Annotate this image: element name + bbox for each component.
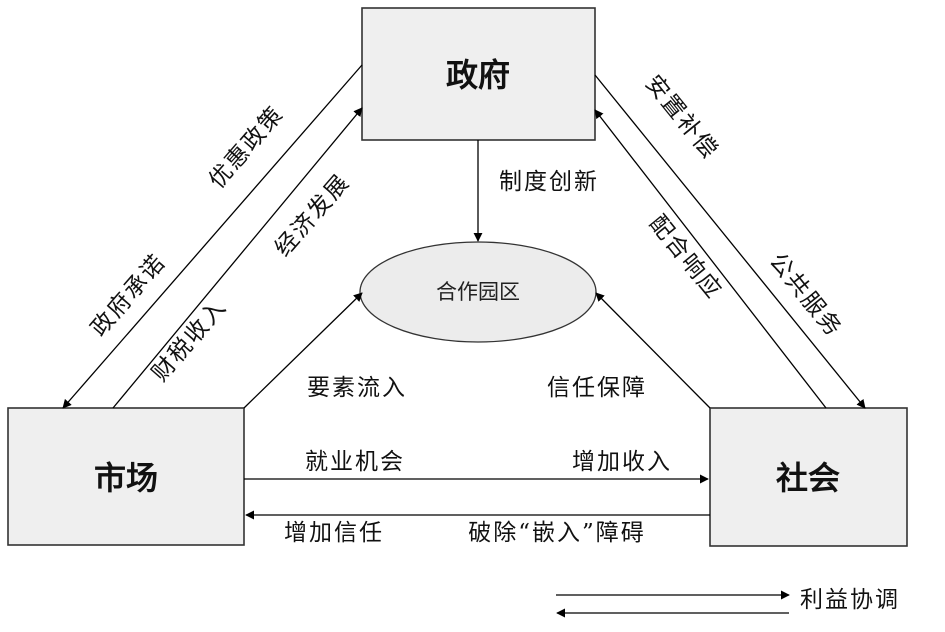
label-market-to-gov-outer: 经济发展 (270, 169, 355, 262)
arrow-market-to-park (243, 292, 363, 409)
government-label: 政府 (446, 56, 510, 94)
label-market-to-gov-inner: 财税收入 (147, 294, 232, 387)
label-society-to-gov: 配合响应 (644, 211, 727, 305)
park-node: 合作园区 (359, 241, 597, 343)
market-label: 市场 (94, 459, 158, 497)
label-market-to-society-1: 就业机会 (305, 449, 405, 475)
government-node: 政府 (361, 7, 596, 141)
arrow-gov-to-market (62, 64, 363, 409)
society-label: 社会 (776, 459, 840, 497)
arrow-society-to-park (595, 292, 711, 409)
legend: 利益协调 (556, 587, 900, 618)
label-market-to-society-2: 增加收入 (572, 449, 672, 475)
market-node: 市场 (7, 407, 245, 546)
label-gov-to-market-inner: 政府承诺 (86, 249, 171, 342)
label-gov-to-market-outer: 优惠政策 (204, 101, 289, 194)
label-gov-to-park: 制度创新 (499, 169, 599, 195)
arrow-gov-to-society (594, 74, 866, 409)
label-society-to-park: 信任保障 (547, 375, 647, 401)
label-gov-to-society-inner: 公共服务 (764, 249, 847, 343)
society-node: 社会 (709, 407, 908, 547)
arrow-market-to-gov (112, 107, 363, 409)
legend-label: 利益协调 (800, 587, 900, 613)
label-society-to-market-2: 破除“嵌入”障碍 (468, 520, 646, 546)
park-label: 合作园区 (436, 280, 520, 304)
label-society-to-market-1: 增加信任 (284, 520, 384, 546)
label-market-to-park: 要素流入 (307, 375, 407, 401)
label-gov-to-society-outer: 安置补偿 (640, 71, 723, 165)
arrow-society-to-gov (594, 109, 827, 409)
